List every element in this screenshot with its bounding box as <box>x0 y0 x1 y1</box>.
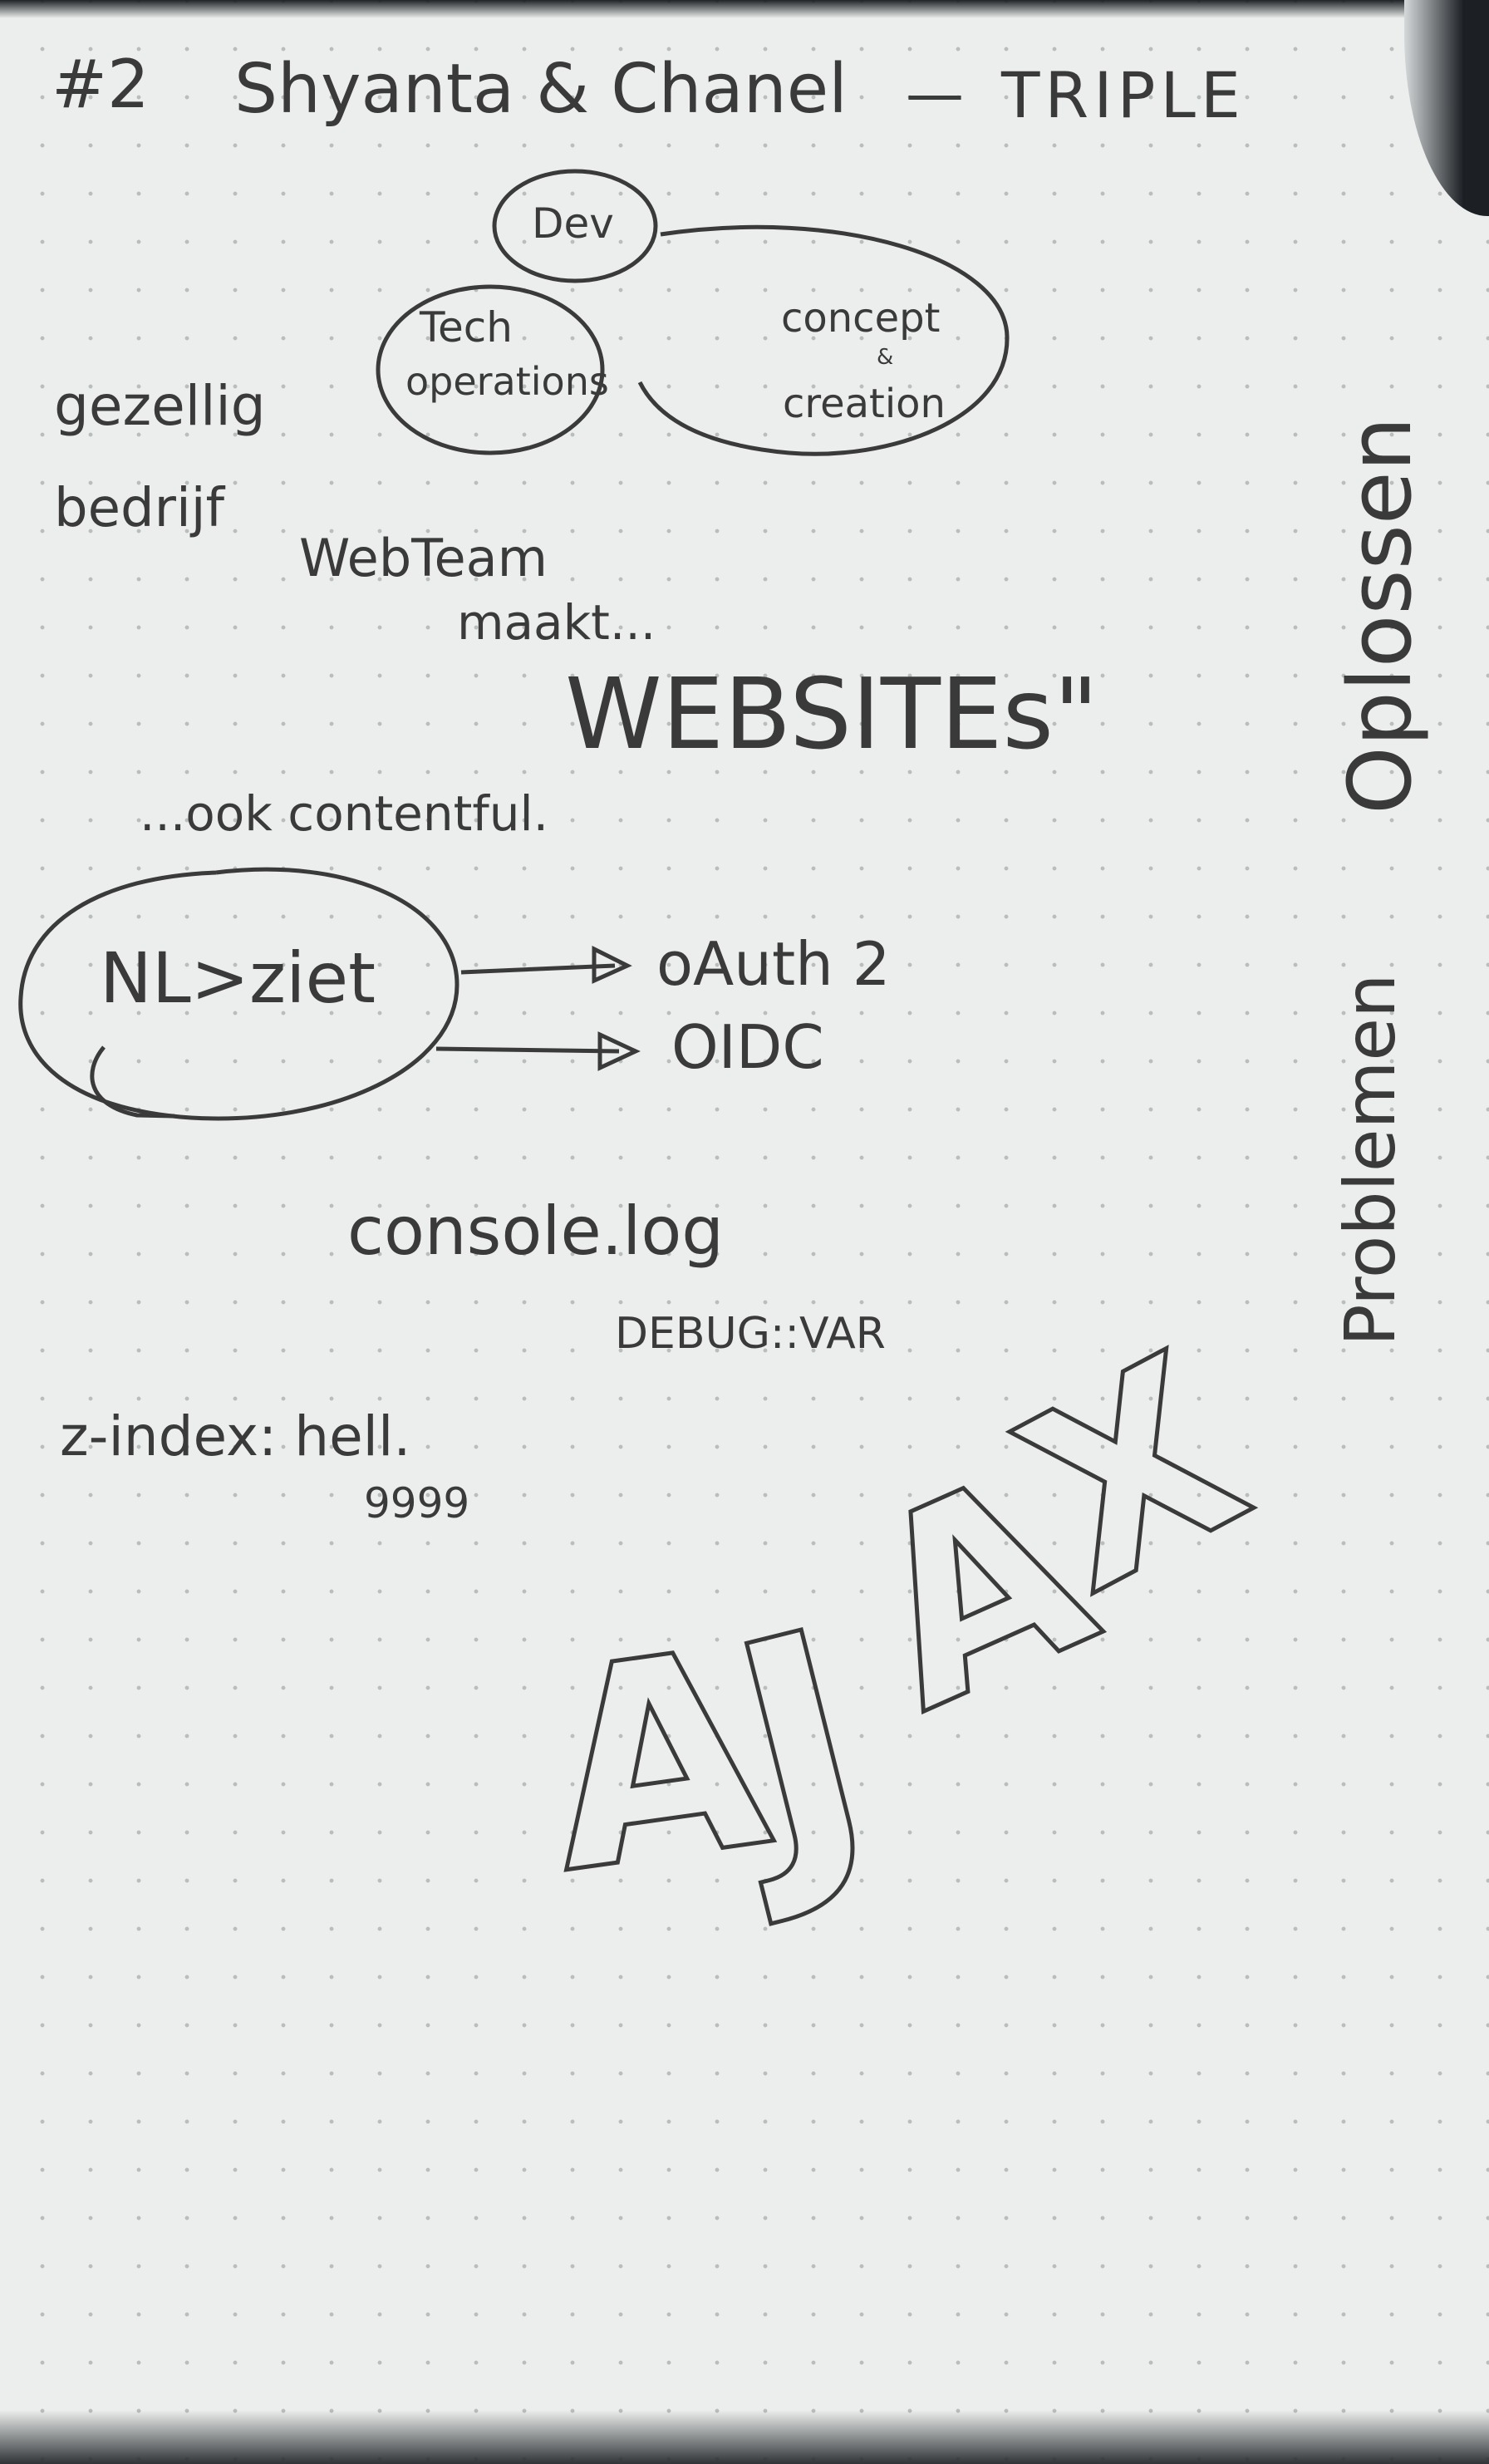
note-z-index: z-index: hell. <box>60 1404 411 1468</box>
note-debug-var: DEBUG::VAR <box>615 1309 886 1359</box>
ajax-letter-a1: A <box>529 1588 786 1934</box>
arrow-oidc-head <box>597 1031 641 1071</box>
dept-concept-amp: & <box>877 345 894 370</box>
note-webteam: WebTeam <box>299 528 548 588</box>
dept-concept-line1: concept <box>781 295 941 342</box>
note-9999: 9999 <box>364 1479 470 1527</box>
nlziet-circle-tail <box>90 1045 175 1119</box>
note-oidc: OIDC <box>671 1012 824 1082</box>
note-websites: WEBSITEs" <box>565 657 1099 771</box>
note-console-log: console.log <box>347 1193 725 1270</box>
concept-creation-circle <box>637 224 1010 456</box>
arrow-oidc-shaft <box>435 1046 620 1054</box>
nlziet-circle <box>18 867 459 1121</box>
note-gezellig: gezellig <box>54 374 266 438</box>
table-edge-bottom <box>0 2410 1489 2464</box>
note-bedrijf: bedrijf <box>54 478 225 539</box>
heading-company: TRIPLE <box>1001 58 1246 132</box>
arrow-oauth-shaft <box>460 963 616 975</box>
note-nlziet: NL>ziet <box>100 937 376 1019</box>
dept-dev: Dev <box>532 199 614 248</box>
tech-operations-circle <box>376 284 605 455</box>
dept-concept-line2: creation <box>783 381 946 427</box>
arrow-oauth-head <box>592 945 632 984</box>
heading-names: Shyanta & Chanel <box>234 50 848 129</box>
table-edge-top <box>0 0 1489 18</box>
dept-tech-line1: Tech <box>420 303 513 352</box>
note-maakt: maakt... <box>457 594 656 651</box>
dev-circle <box>492 169 658 283</box>
note-contentful: ...ook contentful. <box>140 785 549 842</box>
heading-number: #2 <box>52 46 150 123</box>
heading-dash: — <box>906 60 964 128</box>
dept-tech-line2: operations <box>405 359 609 404</box>
note-oauth: oAuth 2 <box>656 929 891 999</box>
